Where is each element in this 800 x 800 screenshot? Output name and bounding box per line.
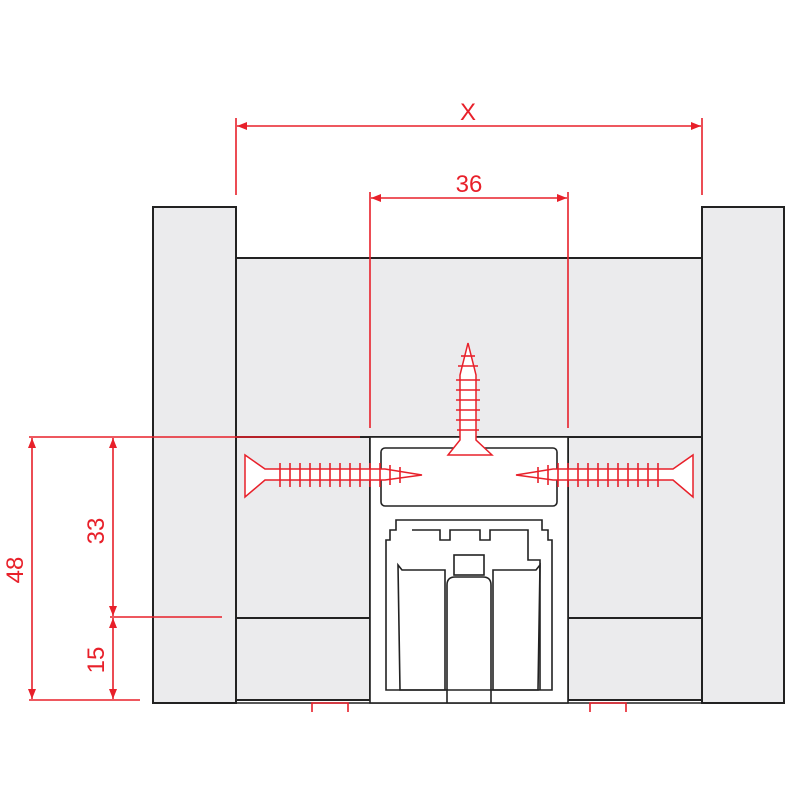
dimension-x-label: X (460, 99, 476, 126)
left-lower-spacer (235, 617, 371, 701)
dimension-36-label: 36 (456, 171, 483, 198)
dimension-48: 48 (2, 438, 36, 699)
track-profile (369, 436, 569, 704)
left-screw (244, 453, 423, 499)
dimension-36: 36 (369, 171, 569, 428)
right-screw (515, 453, 694, 499)
dimension-33-label: 33 (83, 518, 110, 545)
left-wall (152, 206, 237, 704)
right-lower-spacer (567, 617, 703, 701)
dimension-15: 15 (83, 618, 117, 699)
dimension-48-label: 48 (2, 557, 29, 584)
dimension-x: X (235, 99, 703, 195)
dimension-15-label: 15 (83, 647, 110, 674)
vertical-screw (446, 342, 494, 456)
dimension-33: 33 (83, 438, 117, 616)
right-wall (701, 206, 785, 704)
